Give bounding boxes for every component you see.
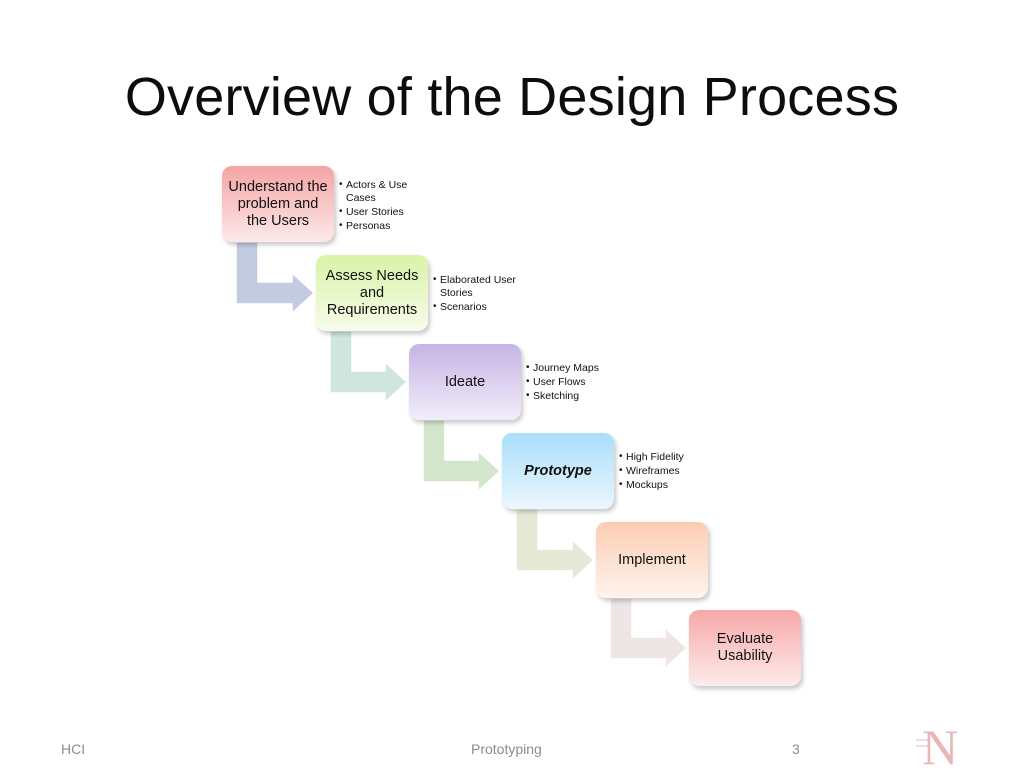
step-label: Evaluate Usability	[716, 631, 774, 664]
bullet-item: High Fidelity	[619, 450, 709, 464]
step-ideate: Ideate	[409, 344, 521, 420]
connector-arrow	[422, 419, 502, 493]
step-label: Understand the problem and the Users	[228, 178, 328, 229]
footer-course: HCI	[61, 741, 86, 757]
bullet-item: Mockups	[619, 478, 709, 492]
connector-arrow	[515, 508, 596, 582]
footer-page-number: 3	[792, 741, 800, 757]
step-understand-bullets: Actors & Use Cases User Stories Personas	[339, 178, 429, 234]
bullet-item: User Stories	[339, 205, 429, 219]
bullet-item: Sketching	[526, 389, 616, 403]
bullet-item: User Flows	[526, 375, 616, 389]
step-ideate-bullets: Journey Maps User Flows Sketching	[526, 361, 616, 404]
connector-arrow	[235, 241, 316, 315]
step-prototype-bullets: High Fidelity Wireframes Mockups	[619, 450, 709, 493]
slide-title: Overview of the Design Process	[124, 67, 900, 127]
university-logo: N	[916, 722, 958, 768]
step-label: Prototype	[524, 462, 592, 479]
footer-topic: Prototyping	[471, 741, 542, 757]
bullet-item: Wireframes	[619, 464, 709, 478]
bullet-item: Personas	[339, 219, 429, 233]
step-label: Assess Needs and Requirements	[325, 267, 419, 318]
step-implement: Implement	[596, 522, 708, 598]
step-label: Implement	[618, 551, 686, 568]
step-assess-needs: Assess Needs and Requirements	[316, 255, 428, 331]
bullet-item: Actors & Use Cases	[339, 178, 429, 205]
connector-arrow	[329, 330, 409, 404]
step-understand-problem: Understand the problem and the Users	[222, 166, 334, 242]
step-prototype: Prototype	[502, 433, 614, 509]
bullet-item: Scenarios	[433, 300, 523, 314]
step-assess-bullets: Elaborated User Stories Scenarios	[433, 273, 523, 315]
bullet-item: Elaborated User Stories	[433, 273, 523, 300]
bullet-item: Journey Maps	[526, 361, 616, 375]
step-evaluate-usability: Evaluate Usability	[689, 610, 801, 686]
logo-letter: N	[922, 722, 958, 768]
connector-arrow	[609, 597, 689, 670]
step-label: Ideate	[444, 373, 486, 390]
